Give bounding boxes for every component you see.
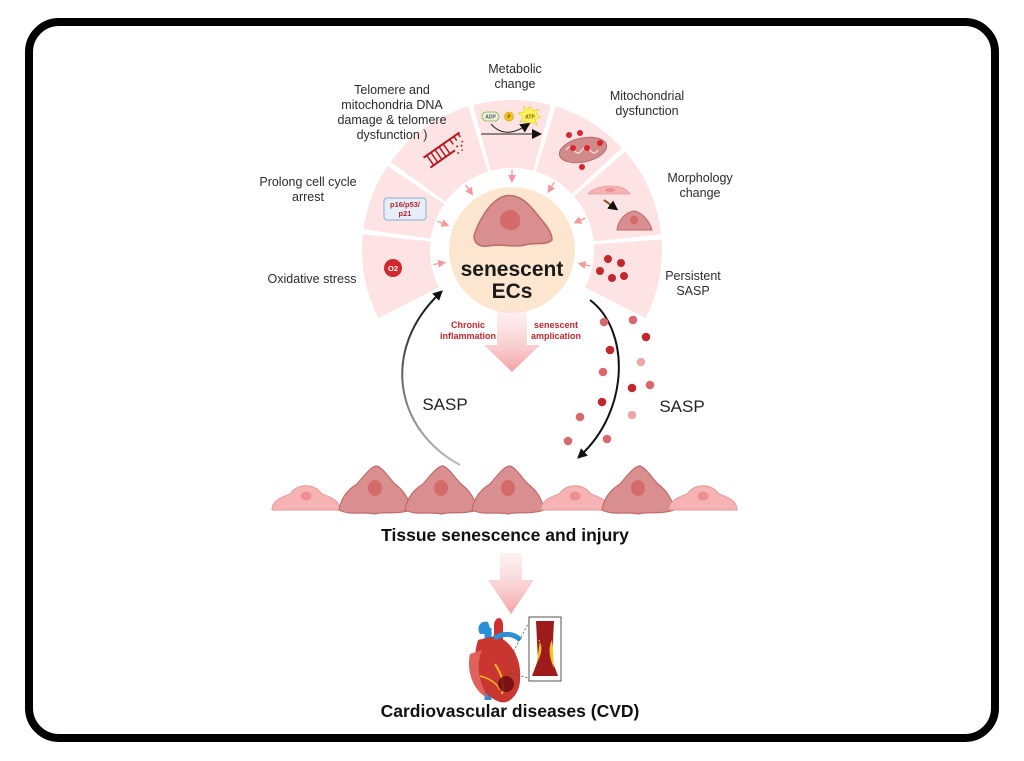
segment-arrow-morphology <box>573 216 586 224</box>
superoxide-icon-text: O2 <box>388 264 398 273</box>
heart-icon <box>468 618 522 703</box>
cause-labels: Oxidative stress Prolong cell cyclearrest… <box>259 62 733 298</box>
left-sasp-arrow[interactable] <box>401 290 461 466</box>
cell-nucleus <box>434 480 448 496</box>
label-prolong-line1: Prolong cell cycle <box>259 175 356 189</box>
label-telomere-line1: Telomere and <box>354 83 430 97</box>
cell-morphology-icon <box>587 185 653 231</box>
badge-line2: p21 <box>399 209 412 218</box>
sasp-particle <box>636 357 646 367</box>
sasp-particle <box>575 412 585 422</box>
zoom-line-bottom <box>509 672 530 679</box>
senescent-cell <box>338 465 412 515</box>
center-label-line1: senescent <box>461 258 564 281</box>
label-telomere-line4: dysfunction ) <box>357 128 428 142</box>
sasp-particles-icon <box>596 255 628 282</box>
cell-nucleus <box>501 480 515 496</box>
segment-oxidative <box>362 234 439 319</box>
p16-p53-p21-badge: p16/p53/ p21 <box>383 197 427 221</box>
center-down-arrow <box>484 310 540 372</box>
label-morphology-line2: change <box>679 186 720 200</box>
sasp-particle <box>605 345 615 355</box>
sasp-particle <box>628 315 638 325</box>
senescent-cell <box>404 465 478 515</box>
cvd-title: Cardiovascular diseases (CVD) <box>381 701 640 721</box>
senescent-cell <box>471 465 545 515</box>
normal-cell <box>271 485 341 511</box>
sasp-right-label: SASP <box>659 397 704 416</box>
label-telomere-line2: mitochondria DNA <box>341 98 443 112</box>
cell-nucleus <box>697 491 709 501</box>
tissue-cell-row <box>271 465 738 515</box>
senescent-amplification-line2: amplication <box>531 331 581 341</box>
label-mitochondrial-line1: Mitochondrial <box>610 89 684 103</box>
segment-arrow-oxidative <box>433 259 447 268</box>
label-telomere-line3: damage & telomere <box>337 113 446 127</box>
cell-nucleus <box>368 480 382 496</box>
senescent-ec-circle <box>449 187 575 313</box>
adp-atp-icon: ADP P ATP <box>481 105 542 139</box>
atp-label: ATP <box>525 115 535 121</box>
normal-cell <box>668 485 738 511</box>
tissue-title: Tissue senescence and injury <box>381 525 629 545</box>
sasp-particle <box>598 367 608 377</box>
label-morphology-line1: Morphology <box>667 171 733 185</box>
segment-arrow-mitochondrial <box>547 181 556 194</box>
senescent-cell <box>601 465 675 515</box>
right-sasp-arrow[interactable] <box>577 299 620 459</box>
label-persistent-line2: SASP <box>676 284 709 298</box>
center-label-line2: ECs <box>492 280 533 303</box>
label-metabolic-line2: change <box>494 77 535 91</box>
normal-cell <box>540 485 610 511</box>
sasp-particle <box>602 434 612 444</box>
label-mitochondrial-line2: dysfunction <box>615 104 678 118</box>
segment-arrow-persistent <box>577 261 591 269</box>
segment-telomere <box>390 106 489 202</box>
cell-nucleus <box>569 491 581 501</box>
segment-arrow-telomere <box>465 184 474 196</box>
badge-line1: p16/p53/ <box>390 200 421 209</box>
label-prolong-line2: arrest <box>292 190 324 204</box>
chronic-inflammation-line2: inflammation <box>440 331 496 341</box>
sasp-particle <box>563 436 573 446</box>
superoxide-icon: O2 <box>384 259 402 277</box>
segment-arrow-prolong <box>437 219 450 227</box>
p-label: P <box>507 114 511 120</box>
label-persistent-line1: Persistent <box>665 269 721 283</box>
sasp-particle <box>597 397 607 407</box>
cell-nucleus <box>300 491 312 501</box>
broken-dna-icon <box>422 131 464 169</box>
cell-nucleus <box>631 480 645 496</box>
artery-plaque-icon <box>528 616 562 682</box>
zoom-line-top <box>507 621 530 663</box>
sasp-particle <box>627 383 637 393</box>
chronic-inflammation-line1: Chronic <box>451 320 485 330</box>
label-metabolic-line1: Metabolic <box>488 62 542 76</box>
segment-metabolic <box>473 100 551 171</box>
senescent-cell-icon <box>473 194 553 247</box>
sasp-particle <box>599 317 609 327</box>
cvd-down-arrow <box>488 553 534 614</box>
adp-label: ADP <box>485 115 496 121</box>
sasp-particle <box>627 410 637 420</box>
senescent-amplification-line1: senescent <box>534 320 578 330</box>
damaged-mitochondria-icon <box>558 130 608 170</box>
sasp-particle <box>645 380 655 390</box>
sasp-left-label: SASP <box>422 395 467 414</box>
cause-segments <box>362 100 662 319</box>
sasp-particles <box>563 315 655 446</box>
label-oxidative-line1: Oxidative stress <box>268 272 357 286</box>
sasp-particle <box>641 332 651 342</box>
